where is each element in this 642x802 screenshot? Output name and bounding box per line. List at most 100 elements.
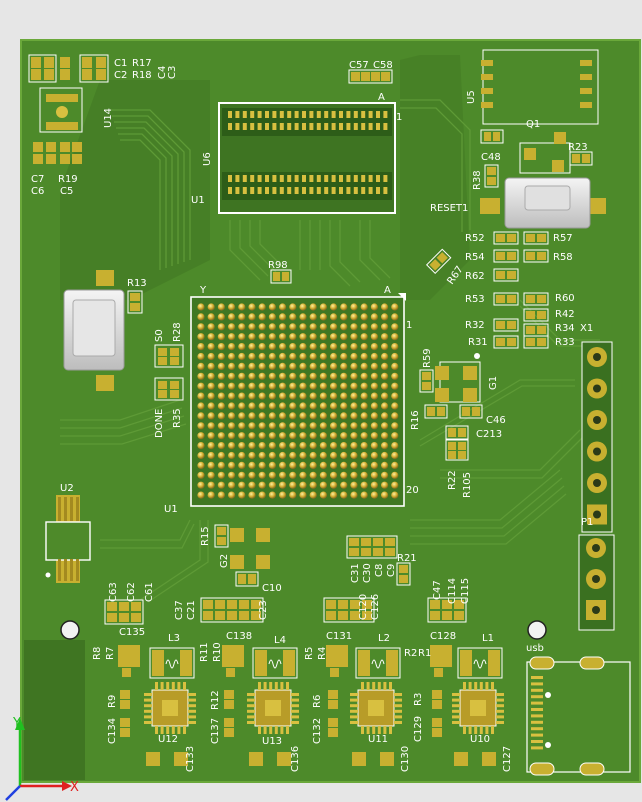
bga-ball: [248, 382, 256, 390]
usb-pin: [531, 720, 543, 724]
label-r1: R1: [418, 648, 431, 659]
cap-outline: [104, 599, 144, 625]
label-r9: R9: [107, 695, 118, 708]
cap-pad: [107, 613, 117, 622]
connector-pin: [383, 123, 388, 130]
bga-ball: [370, 432, 378, 440]
bga-ball: [370, 333, 378, 341]
resistor-pad: [526, 295, 535, 303]
bga-ball: [309, 461, 317, 469]
bga-ball: [217, 432, 225, 440]
label-c126: C126: [370, 594, 381, 620]
bga-ball: [360, 343, 368, 351]
ic-lead: [291, 721, 299, 724]
label-c132: C132: [312, 718, 323, 744]
resistor-pad: [434, 668, 443, 677]
inductor-pad: [358, 650, 370, 676]
resistor-outline: [493, 318, 519, 332]
ic-lead: [491, 682, 494, 690]
label-g1: G1: [488, 376, 499, 390]
connector-pin: [250, 123, 255, 130]
bga-ball: [381, 491, 389, 499]
bga-ball: [207, 422, 215, 430]
bga-ball: [319, 303, 327, 311]
connector-pin: [316, 111, 321, 118]
bga-ball: [238, 313, 246, 321]
bga-ball: [350, 491, 358, 499]
resistor-pad: [526, 311, 535, 319]
ic-lead: [389, 726, 392, 734]
bga-ball: [248, 442, 256, 450]
bga-ball: [289, 432, 297, 440]
label-r59: R59: [422, 348, 433, 368]
ic-lead: [383, 726, 387, 734]
bga-ball: [391, 372, 399, 380]
bga-ball: [381, 432, 389, 440]
bga-ball: [309, 382, 317, 390]
label-r34: R34: [555, 323, 575, 334]
bga-ball: [228, 343, 236, 351]
label-r23: R23: [568, 142, 588, 153]
connector-pin: [242, 187, 247, 194]
label-r98: R98: [268, 260, 288, 271]
bga-ball: [299, 461, 307, 469]
bga-ball: [330, 461, 338, 469]
connector-pin: [302, 123, 306, 130]
bga-ball: [217, 461, 225, 469]
ic-lead: [291, 704, 299, 708]
cap-pad: [146, 752, 160, 766]
label-a-mark: A: [384, 285, 391, 296]
bga-ball: [268, 352, 276, 361]
resistor-pad: [496, 295, 505, 303]
bga-ball: [319, 481, 327, 489]
inductor-symbol: [165, 659, 179, 669]
cap-pad: [454, 600, 464, 609]
bga-ball: [350, 382, 358, 390]
ic-lead: [350, 709, 358, 713]
cap-pad: [224, 728, 234, 737]
connector-pin: [376, 187, 380, 194]
bga-ball: [299, 422, 307, 430]
bga-ball: [268, 333, 276, 341]
connector-pin: [361, 175, 366, 182]
bga-ball: [299, 323, 307, 331]
bga-ball: [268, 491, 276, 499]
bga-ball: [248, 362, 256, 370]
bga-ball: [350, 471, 358, 479]
inductor-outline: [149, 647, 195, 679]
resistor-pad: [537, 252, 546, 260]
cap-pad: [120, 718, 130, 727]
bga-ball: [319, 352, 327, 361]
bga-ball: [381, 442, 389, 450]
bga-ball: [207, 303, 215, 311]
ic-lead: [155, 682, 158, 690]
bga-ball: [207, 352, 215, 361]
connector-pin: [309, 111, 314, 118]
bga-ball: [350, 362, 358, 370]
bga-ball: [340, 362, 348, 370]
bga-ball: [217, 412, 225, 420]
label-r7: R7: [105, 647, 116, 660]
connector-pin: [376, 175, 380, 182]
bga-ball: [228, 412, 236, 420]
resistor-pad: [224, 700, 234, 709]
bga-ball: [228, 362, 236, 370]
bga-ball: [238, 402, 246, 410]
cap-outline: [427, 597, 467, 623]
cap-pad: [227, 611, 237, 620]
bga-ball: [289, 333, 297, 341]
bga-ball: [228, 323, 236, 331]
bga-ball: [279, 442, 287, 450]
cap-pad: [203, 611, 213, 620]
label-c57: C57: [349, 60, 369, 71]
label-r28: R28: [172, 322, 183, 342]
thermal-pad: [368, 700, 384, 716]
resistor-pad: [496, 338, 505, 346]
connector-pin: [257, 175, 262, 182]
bga-ball: [330, 481, 338, 489]
bga-ball: [197, 432, 205, 440]
bga-ball: [207, 392, 215, 400]
cap-pad: [442, 611, 452, 620]
bga-ball: [360, 313, 368, 321]
bga-ball: [207, 313, 215, 321]
